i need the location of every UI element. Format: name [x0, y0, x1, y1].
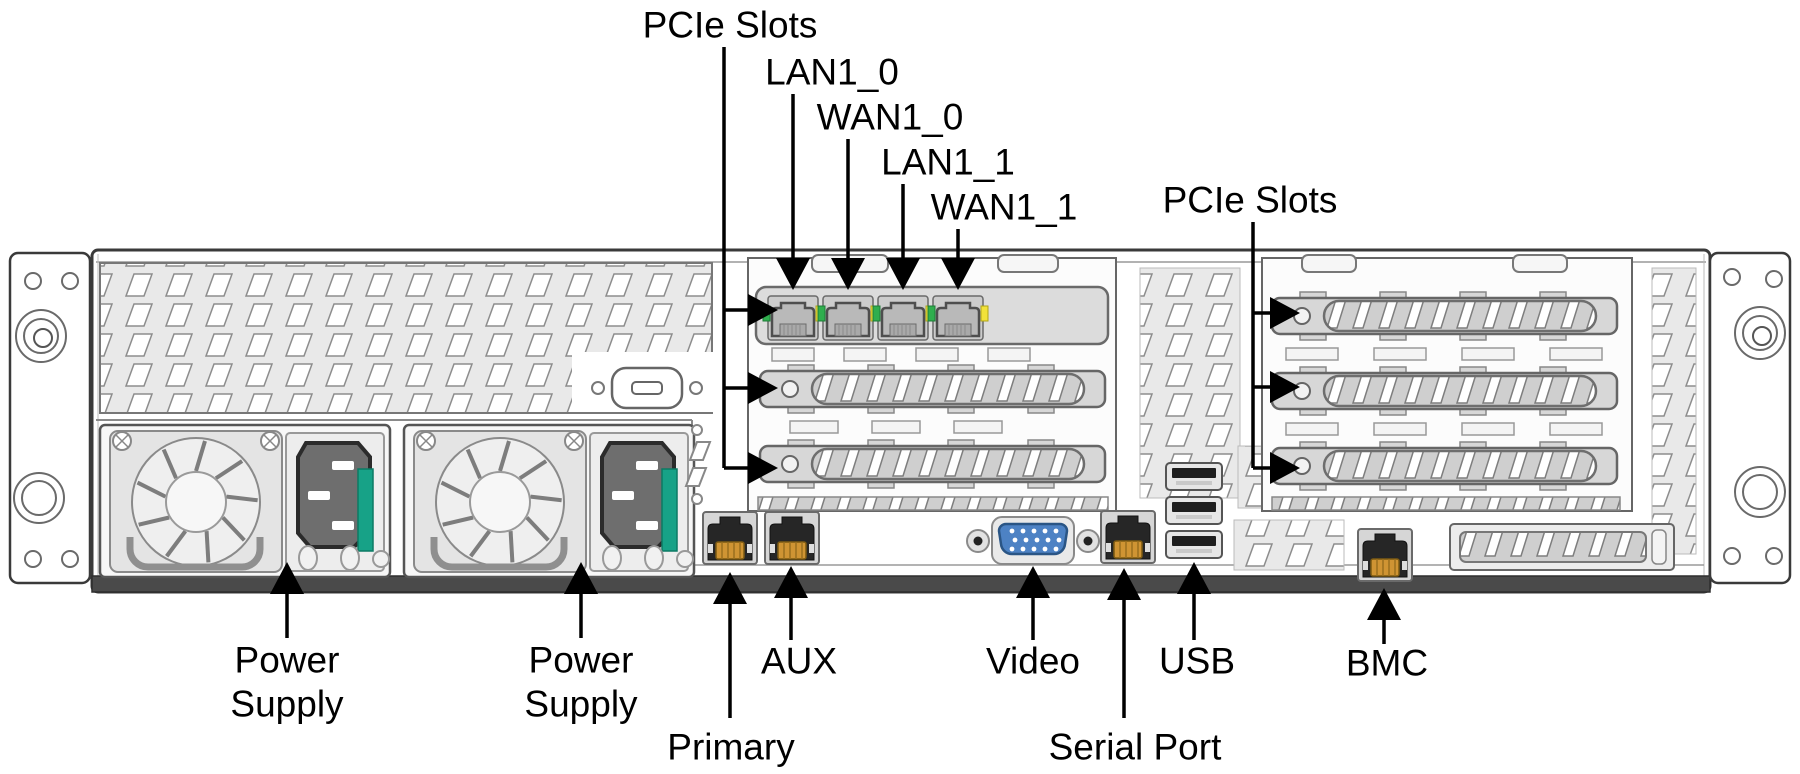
label-serial-port: Serial Port — [1049, 727, 1222, 768]
bmc-port — [1357, 528, 1413, 582]
label-power-supply-2-line2: Supply — [524, 684, 638, 725]
label-power-supply-1-line1: Power — [235, 640, 340, 681]
left-rack-ear — [8, 251, 92, 585]
usb-port-1 — [1165, 462, 1223, 491]
chassis-cutouts — [684, 424, 712, 505]
arrowheads — [270, 258, 1401, 620]
chassis-bottom-band — [91, 575, 1711, 593]
label-video: Video — [986, 641, 1080, 682]
wan1-0-port — [816, 294, 880, 342]
label-power-supply-2-line1: Power — [529, 640, 634, 681]
top-vent-grille — [99, 262, 718, 414]
center-vent-strip — [1139, 267, 1241, 499]
label-lan1-0: LAN1_0 — [765, 52, 899, 93]
label-primary: Primary — [667, 727, 795, 768]
serial-port — [1100, 510, 1156, 564]
bottom-right-vent — [1449, 523, 1675, 571]
pcie-slot-cover — [1270, 290, 1619, 342]
label-power-supply-1-line2: Supply — [230, 684, 344, 725]
power-supply-1 — [100, 425, 390, 577]
lan1-1-port — [871, 294, 935, 342]
power-supply-2 — [404, 425, 694, 577]
label-pcie-slots-right: PCIe Slots — [1163, 180, 1338, 221]
screw-icon — [1076, 529, 1100, 553]
usb-port-3 — [1165, 530, 1223, 559]
small-vent — [1233, 519, 1345, 571]
right-vent-strip — [1651, 267, 1697, 555]
lan1-0-port — [761, 294, 825, 342]
label-wan1-0: WAN1_0 — [817, 97, 964, 138]
pcie-slot-cover — [758, 363, 1107, 415]
right-pcie-riser — [1261, 254, 1633, 512]
leader-lines — [285, 47, 1386, 718]
primary-port — [702, 511, 758, 565]
label-lan1-1: LAN1_1 — [881, 142, 1015, 183]
screw-icon — [966, 529, 990, 553]
label-usb: USB — [1159, 641, 1235, 682]
vga-port — [966, 516, 1100, 565]
label-bmc: BMC — [1346, 643, 1428, 684]
aux-port — [764, 511, 820, 565]
label-pcie-slots-left: PCIe Slots — [643, 5, 818, 46]
label-aux: AUX — [761, 641, 837, 682]
pcie-slot-cover — [758, 438, 1107, 490]
label-wan1-1: WAN1_1 — [931, 187, 1078, 228]
wan1-1-port — [926, 294, 990, 342]
pcie-slot-cover — [1270, 365, 1619, 417]
usb-port-2 — [1165, 496, 1223, 525]
left-pcie-riser — [747, 254, 1117, 512]
pcie-slot-cover — [1270, 440, 1619, 492]
right-rack-ear — [1708, 251, 1792, 585]
